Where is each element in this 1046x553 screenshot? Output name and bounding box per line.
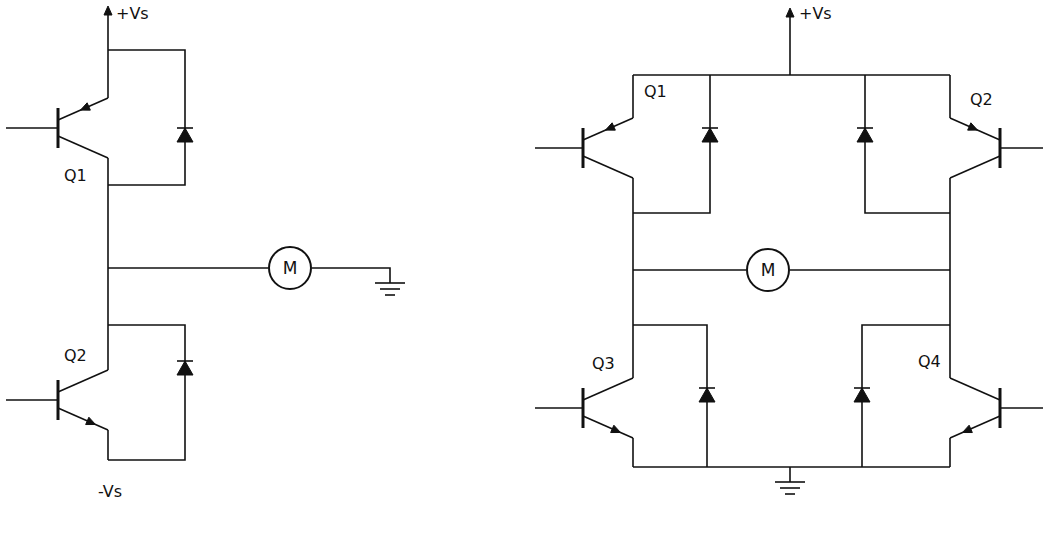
wire [632, 178, 634, 270]
wire [702, 127, 718, 129]
wire [857, 127, 873, 129]
wire [6, 127, 58, 129]
wire [58, 136, 108, 158]
wire [950, 156, 1000, 178]
motor-label: M [761, 260, 776, 280]
wire [950, 416, 1000, 438]
wire [107, 158, 109, 268]
wire [177, 360, 193, 362]
wire [785, 493, 795, 495]
motor-circle: M [268, 246, 312, 290]
arrow-head [786, 8, 794, 17]
wire [535, 407, 583, 409]
wire [633, 269, 746, 271]
transistor-label: Q2 [968, 90, 995, 109]
wire [854, 387, 870, 389]
arrow-head [968, 123, 978, 130]
transistor-label: Q1 [62, 166, 89, 185]
supply-label: -Vs [96, 482, 124, 501]
wire [949, 75, 951, 118]
wire [380, 288, 400, 290]
wire [632, 438, 634, 467]
wire [58, 370, 108, 392]
wire [1000, 407, 1043, 409]
wire [633, 75, 710, 213]
wire [1000, 147, 1043, 149]
supply-label: +Vs [797, 4, 834, 23]
arrow-head [104, 6, 112, 15]
wire [862, 325, 950, 467]
motor-circle: M [746, 248, 790, 292]
wire [633, 325, 707, 467]
wire [632, 75, 634, 118]
arrow-head [177, 128, 193, 142]
wire [949, 178, 951, 270]
wire [949, 438, 951, 467]
arrow-head [606, 123, 616, 130]
wire [583, 118, 633, 140]
wire [312, 268, 390, 283]
wire [385, 294, 395, 296]
wire [535, 147, 583, 149]
wire [107, 268, 109, 370]
wire [789, 467, 791, 482]
wire [58, 408, 108, 430]
wire [950, 378, 1000, 400]
transistor-label: Q4 [916, 352, 943, 371]
wire [632, 270, 634, 378]
arrow-head [854, 388, 870, 402]
wire [583, 416, 633, 438]
arrow-head [702, 128, 718, 142]
wire [583, 156, 633, 178]
arrow-head [963, 425, 973, 432]
wire [780, 487, 800, 489]
wire [950, 118, 1000, 140]
wire [790, 269, 950, 271]
wire [789, 12, 791, 75]
wire [58, 98, 108, 120]
wire [108, 325, 185, 460]
transistor-base-bar [999, 128, 1002, 168]
wire [865, 75, 950, 213]
transistor-label: Q2 [62, 346, 89, 365]
transistor-label: Q3 [590, 354, 617, 373]
wire [949, 270, 951, 378]
wires [6, 6, 1043, 494]
arrow-head [857, 128, 873, 142]
transistor-base-bar [582, 388, 585, 428]
wire [108, 50, 185, 185]
arrow-head [699, 388, 715, 402]
wire [699, 387, 715, 389]
supply-label: +Vs [114, 4, 151, 23]
wire [108, 267, 268, 269]
transistor-base-bar [57, 108, 60, 148]
transistor-base-bar [999, 388, 1002, 428]
wire [177, 127, 193, 129]
wire [107, 430, 109, 460]
arrow-head [611, 425, 621, 432]
wire [633, 74, 950, 76]
transistor-base-bar [582, 128, 585, 168]
wire [633, 466, 950, 468]
wire [6, 399, 58, 401]
wire [583, 378, 633, 400]
transistor-base-bar [57, 380, 60, 420]
wire [107, 8, 109, 98]
arrow-head [86, 417, 96, 424]
motor-label: M [283, 258, 298, 278]
arrow-head [177, 361, 193, 375]
transistor-label: Q1 [642, 82, 669, 101]
wire [375, 282, 405, 284]
arrow-head [81, 103, 91, 110]
wire [775, 481, 805, 483]
